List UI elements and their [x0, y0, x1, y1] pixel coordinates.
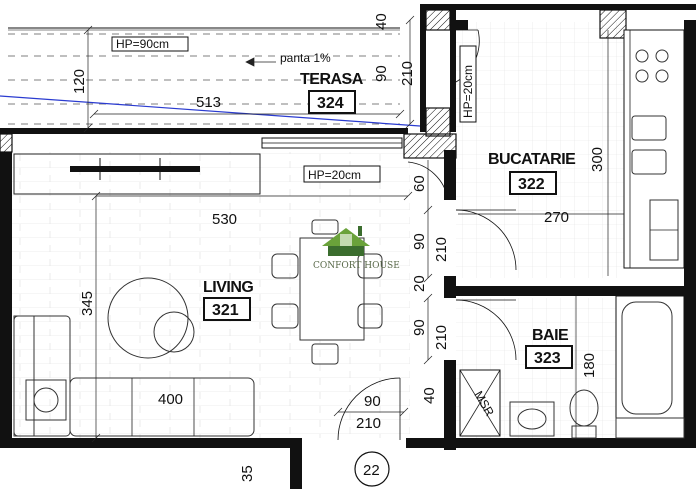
slope-label: panta 1% [280, 51, 331, 65]
room-name-living: LIVING [203, 279, 253, 296]
room-number-baie: 323 [534, 350, 561, 367]
dim-90-terasa: 90 [373, 65, 390, 82]
hp-20-kitchen-box [459, 45, 477, 123]
hp-20-living-box [303, 165, 381, 183]
gridline-label: 22 [363, 462, 380, 479]
dim-90-kitchen-door: 90 [411, 233, 428, 250]
dim-270: 270 [544, 209, 569, 226]
dim-210-kitchen-door: 210 [433, 237, 450, 262]
room-number-living: 321 [212, 302, 239, 319]
room-number-box-322 [509, 171, 557, 195]
dim-400: 400 [158, 391, 183, 408]
room-number-box-323 [525, 345, 573, 369]
hp-20-kitchen-label: HP=20cm [461, 65, 475, 118]
dim-300: 300 [589, 147, 606, 172]
room-name-terasa: TERASA [300, 71, 364, 88]
hp-90-label: HP=90cm [116, 37, 169, 51]
dim-60: 60 [411, 175, 428, 192]
room-number-terasa: 324 [317, 95, 344, 112]
terrace-window [13, 137, 403, 195]
room-name-baie: BAIE [532, 327, 569, 344]
kitchen-counter [623, 29, 685, 269]
dim-513: 513 [196, 94, 221, 111]
living-furniture [13, 277, 255, 437]
section-line [0, 95, 421, 127]
dim-35: 35 [239, 465, 256, 482]
room-number-box-321 [203, 297, 251, 321]
dim-90-bath-door: 90 [411, 319, 428, 336]
room-name-bucatarie: BUCATARIE [488, 151, 576, 168]
hp-20-living-label: HP=20cm [308, 168, 361, 182]
room-number-box-324 [308, 90, 356, 114]
dimension-lines [83, 15, 624, 443]
gridline-bubble [354, 451, 390, 487]
dim-120: 120 [71, 69, 88, 94]
dim-210-entry: 210 [356, 415, 381, 432]
watermark-logo [322, 226, 370, 256]
dim-210-terasa: 210 [399, 61, 416, 86]
dim-40-top: 40 [373, 13, 390, 30]
dim-20: 20 [411, 275, 428, 292]
dim-530: 530 [212, 211, 237, 228]
bath-fixtures [459, 295, 685, 439]
kitchen-floor [456, 22, 626, 278]
dim-180: 180 [581, 353, 598, 378]
watermark-text: CONFORT HOUSE [313, 261, 400, 271]
dim-210-bath-door: 210 [433, 325, 450, 350]
terrace-railing [8, 27, 400, 31]
dim-90-entry: 90 [364, 393, 381, 410]
dim-345: 345 [79, 291, 96, 316]
room-number-bucatarie: 322 [518, 176, 545, 193]
walls [0, 4, 696, 489]
tv-unit [70, 158, 200, 180]
hp-90-box [111, 36, 189, 52]
dim-40-entry: 40 [421, 387, 438, 404]
